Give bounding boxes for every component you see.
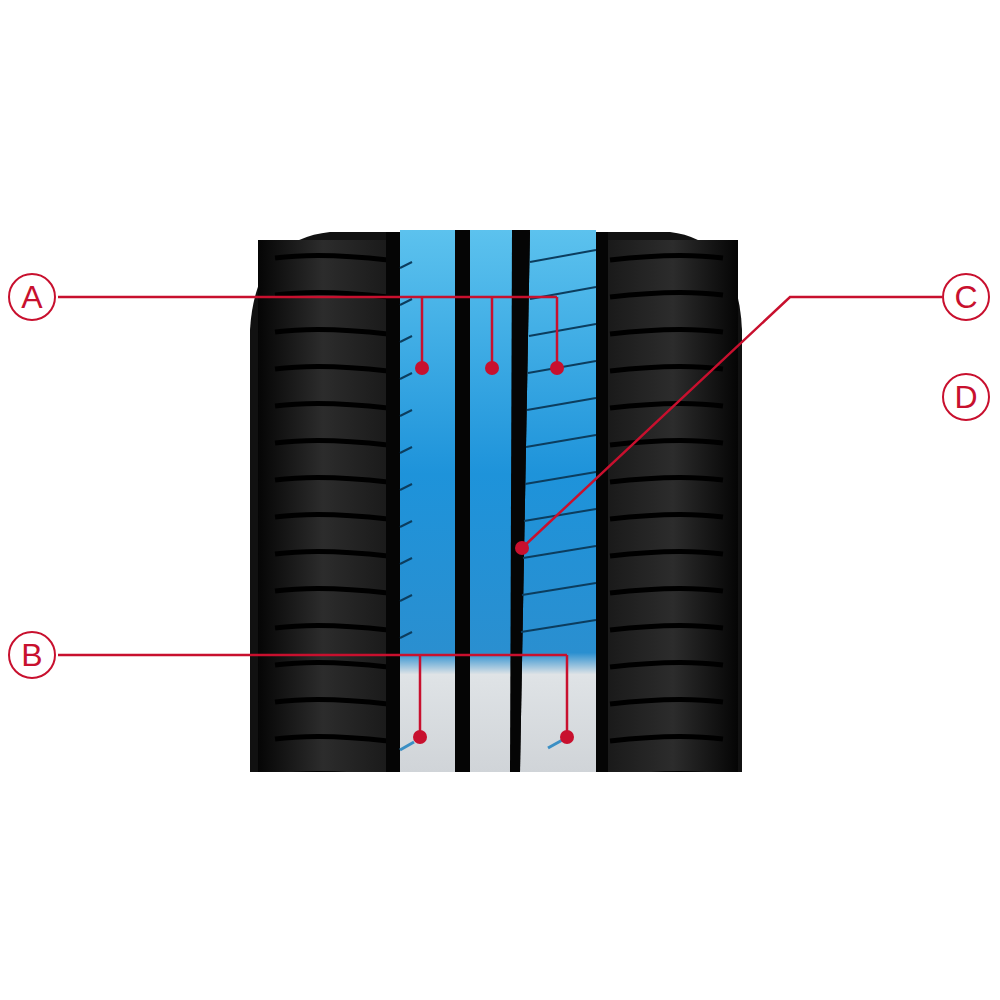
callout-letter: C [954, 281, 977, 313]
callout-letter: B [21, 639, 42, 671]
callout-letter: D [954, 381, 977, 413]
callout-letter: A [21, 281, 42, 313]
callout-circle: A [8, 273, 56, 321]
callout-circle: C [942, 273, 990, 321]
callout-circle: D [942, 373, 990, 421]
callout-circle: B [8, 631, 56, 679]
